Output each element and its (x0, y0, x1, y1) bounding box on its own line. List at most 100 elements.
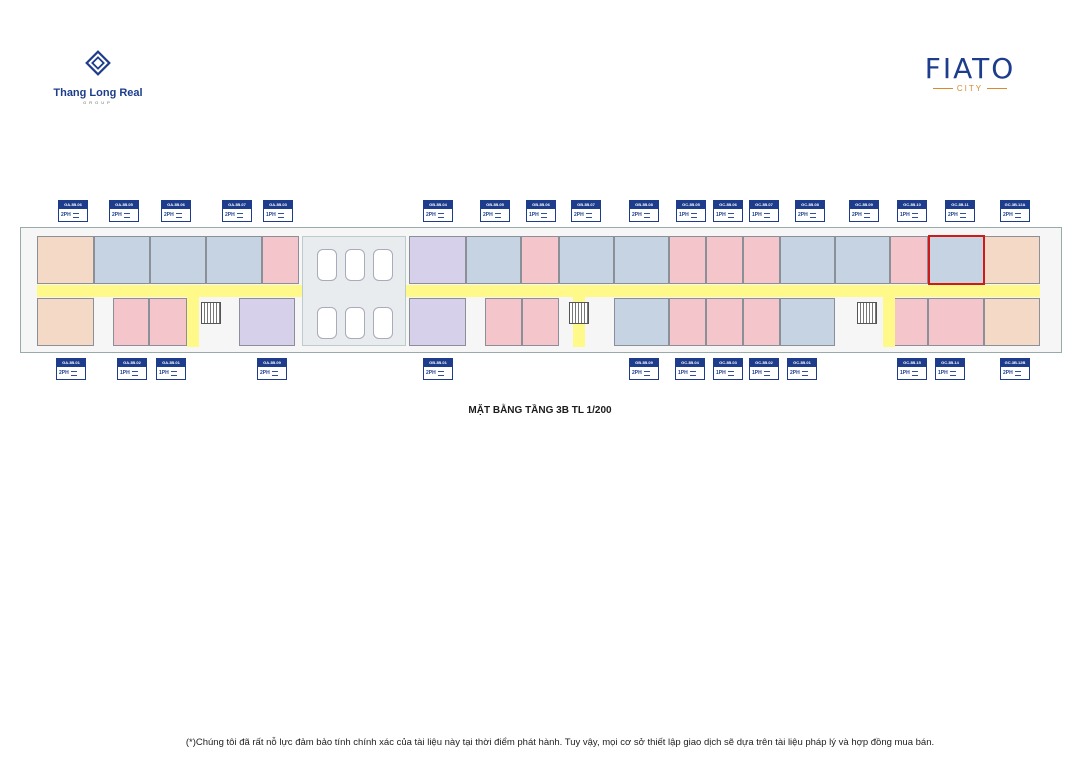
unit-area-lines: ▬▬▬▬ (1015, 211, 1021, 219)
unit-info: 2PH▬▬▬▬ (424, 367, 452, 379)
apartment-unit (780, 298, 835, 346)
right-logo-name: FIATO (924, 52, 1016, 85)
unit-code: GC.3B.05 (677, 201, 705, 209)
unit-code: GB.3B.09 (630, 359, 658, 367)
unit-code: GA.3B.02 (118, 359, 146, 367)
unit-area-lines: ▬▬▬▬ (73, 211, 79, 219)
right-logo-sub: CITY (956, 84, 984, 93)
unit-info: 1PH▬▬▬▬ (898, 209, 926, 221)
unit-type: 2PH (61, 212, 71, 218)
unit-area-lines: ▬▬▬▬ (541, 211, 547, 219)
unit-type: 1PH (120, 370, 130, 376)
apartment-unit (262, 236, 299, 284)
apartment-unit (409, 298, 466, 346)
unit-info: 1PH▬▬▬▬ (750, 367, 778, 379)
unit-code: GC.3B.03 (714, 359, 742, 367)
unit-info: 2PH▬▬▬▬ (162, 209, 190, 221)
unit-info: 2PH▬▬▬▬ (223, 209, 251, 221)
apartment-unit (743, 236, 780, 284)
unit-code: GC.3B.01 (788, 359, 816, 367)
apartment-unit (409, 236, 466, 284)
apartment-unit (466, 236, 521, 284)
unit-code: GB.3B.05 (481, 201, 509, 209)
unit-code: GC.3B.08 (796, 201, 824, 209)
parking-space (373, 307, 393, 339)
plan-title: MẶT BẰNG TẦNG 3B TL 1/200 (468, 405, 612, 416)
unit-code: GA.3B.06 (162, 201, 190, 209)
unit-type: 1PH (679, 212, 689, 218)
unit-info: 2PH▬▬▬▬ (1001, 367, 1029, 379)
unit-code: GC.3B.15 (898, 359, 926, 367)
unit-info: 1PH▬▬▬▬ (677, 209, 705, 221)
unit-area-lines: ▬▬▬▬ (960, 211, 966, 219)
stair-core (569, 302, 589, 324)
apartment-unit (37, 236, 94, 284)
apartment-unit (150, 236, 206, 284)
unit-area-lines: ▬▬▬▬ (272, 369, 278, 377)
unit-code: GC.3B.11 (946, 201, 974, 209)
unit-info: 2PH▬▬▬▬ (59, 209, 87, 221)
unit-code: GC.3B.14 (936, 359, 964, 367)
apartment-unit (835, 236, 890, 284)
unit-type: 1PH (529, 212, 539, 218)
apartment-unit (743, 298, 780, 346)
unit-area-lines: ▬▬▬▬ (912, 369, 918, 377)
unit-type: 2PH (112, 212, 122, 218)
apartment-unit (521, 236, 559, 284)
right-logo-sub-row: CITY (920, 84, 1020, 93)
parking-space (317, 307, 337, 339)
unit-code: GA.3B.09 (258, 359, 286, 367)
apartment-unit (890, 298, 928, 346)
unit-type: 2PH (164, 212, 174, 218)
apartment-unit (37, 298, 94, 346)
unit-code: GB.3B.06 (527, 201, 555, 209)
unit-area-lines: ▬▬▬▬ (690, 369, 696, 377)
unit-code: GB.3B.07 (572, 201, 600, 209)
unit-type: 2PH (59, 370, 69, 376)
apartment-unit (780, 236, 835, 284)
unit-area-lines: ▬▬▬▬ (728, 211, 734, 219)
unit-area-lines: ▬▬▬▬ (237, 211, 243, 219)
unit-code: GA.3B.01 (57, 359, 85, 367)
unit-area-lines: ▬▬▬▬ (764, 369, 770, 377)
unit-code: GC.3B.04 (676, 359, 704, 367)
unit-code: GA.3B.07 (223, 201, 251, 209)
unit-area-lines: ▬▬▬▬ (171, 369, 177, 377)
unit-type: 2PH (426, 370, 436, 376)
unit-type: 2PH (852, 212, 862, 218)
apartment-unit (669, 298, 706, 346)
apartment-unit (984, 236, 1040, 284)
left-logo-name: Thang Long Real (53, 87, 143, 99)
apartment-unit (522, 298, 559, 346)
unit-area-lines: ▬▬▬▬ (691, 211, 697, 219)
apartment-unit (890, 236, 928, 284)
side-corridor (883, 297, 895, 347)
unit-type: 2PH (948, 212, 958, 218)
unit-type: 2PH (632, 370, 642, 376)
unit-area-lines: ▬▬▬▬ (586, 211, 592, 219)
unit-type: 1PH (752, 212, 762, 218)
unit-type: 2PH (225, 212, 235, 218)
unit-info: 2PH▬▬▬▬ (796, 209, 824, 221)
unit-area-lines: ▬▬▬▬ (438, 211, 444, 219)
unit-code: GB.3B.01 (424, 359, 452, 367)
apartment-unit (113, 298, 149, 346)
